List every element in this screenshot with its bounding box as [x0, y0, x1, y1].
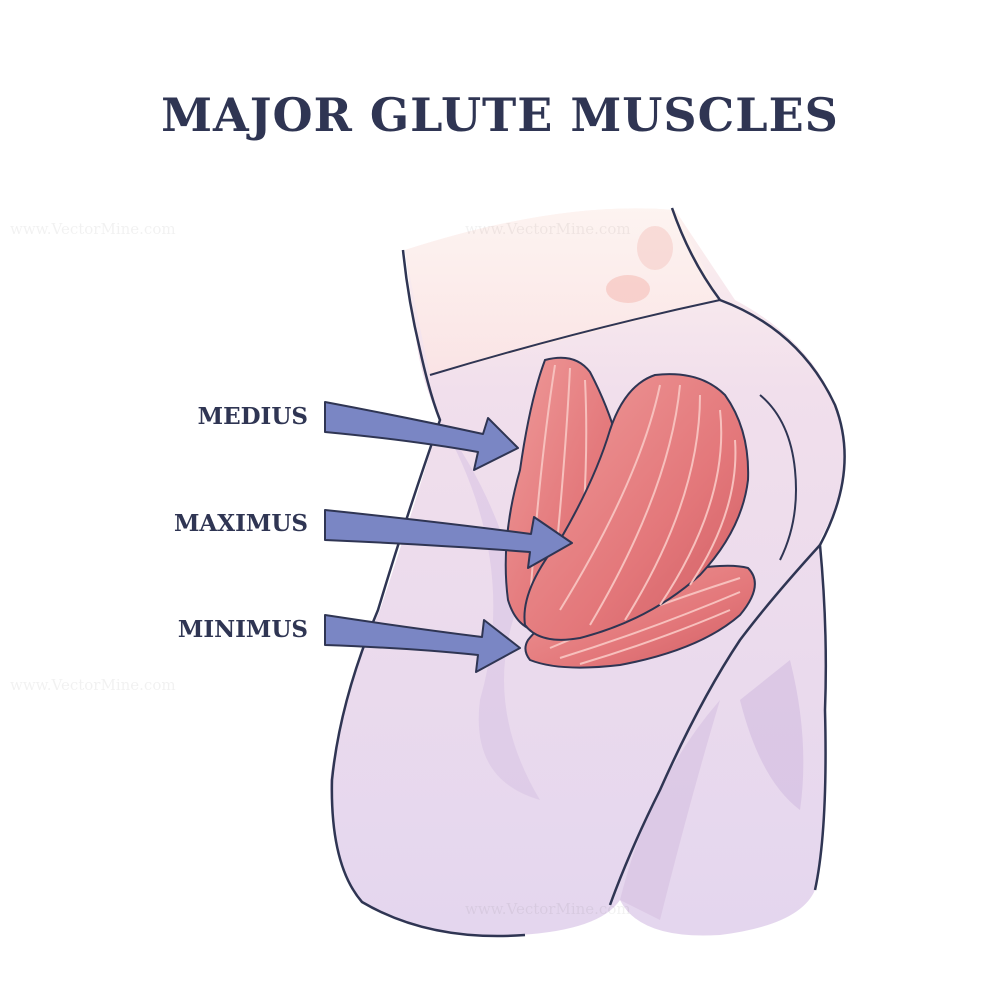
waist-line	[429, 299, 721, 376]
label-minimus: MINIMUS	[177, 616, 308, 643]
shading	[440, 420, 540, 800]
page-title: MAJOR GLUTE MUSCLES	[161, 88, 839, 142]
skin-highlight	[606, 275, 650, 303]
medius-arrow	[324, 401, 519, 471]
minimus-arrow	[324, 614, 521, 673]
maximus-arrow	[324, 509, 573, 569]
gluteal-fold	[608, 544, 821, 906]
watermark: www.VectorMine.com	[465, 900, 631, 918]
label-medius: MEDIUS	[197, 403, 308, 430]
buttock-crease	[759, 394, 797, 561]
label-maximus: MAXIMUS	[173, 510, 308, 537]
shading	[620, 700, 720, 920]
watermark: www.VectorMine.com	[10, 220, 176, 238]
watermark: www.VectorMine.com	[10, 676, 176, 694]
gluteus-maximus-muscle	[523, 373, 750, 641]
skin-highlight	[637, 226, 673, 270]
shading	[740, 660, 804, 810]
watermark: www.VectorMine.com	[465, 220, 631, 238]
